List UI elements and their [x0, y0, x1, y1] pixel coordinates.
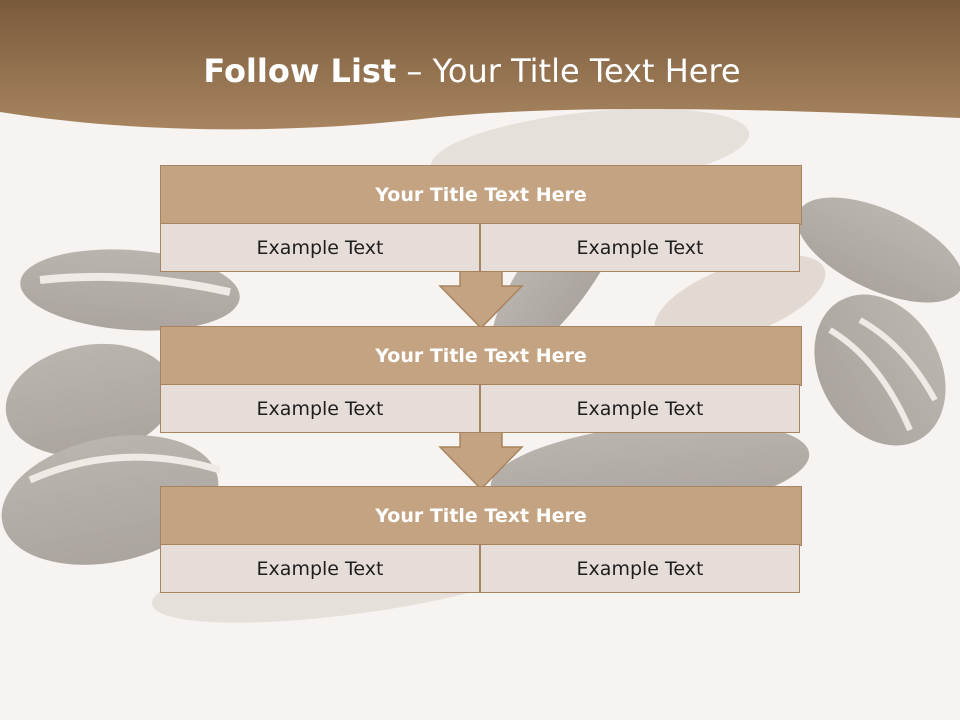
block-cell-right: Example Text	[480, 223, 800, 272]
slide-title-bold: Follow List	[203, 52, 397, 90]
block-title: Your Title Text Here	[160, 326, 802, 386]
block-cell-left: Example Text	[160, 223, 480, 272]
block-cell-right: Example Text	[480, 384, 800, 433]
block-cell-right: Example Text	[480, 544, 800, 593]
block-title: Your Title Text Here	[160, 486, 802, 546]
slide-title: Follow List – Your Title Text Here	[0, 52, 944, 90]
header-banner	[0, 0, 960, 130]
down-arrow-icon	[438, 270, 524, 330]
block-cell-left: Example Text	[160, 544, 480, 593]
block-cell-left: Example Text	[160, 384, 480, 433]
down-arrow-icon	[438, 431, 524, 491]
slide-title-rest: – Your Title Text Here	[406, 52, 741, 90]
block-title: Your Title Text Here	[160, 165, 802, 225]
